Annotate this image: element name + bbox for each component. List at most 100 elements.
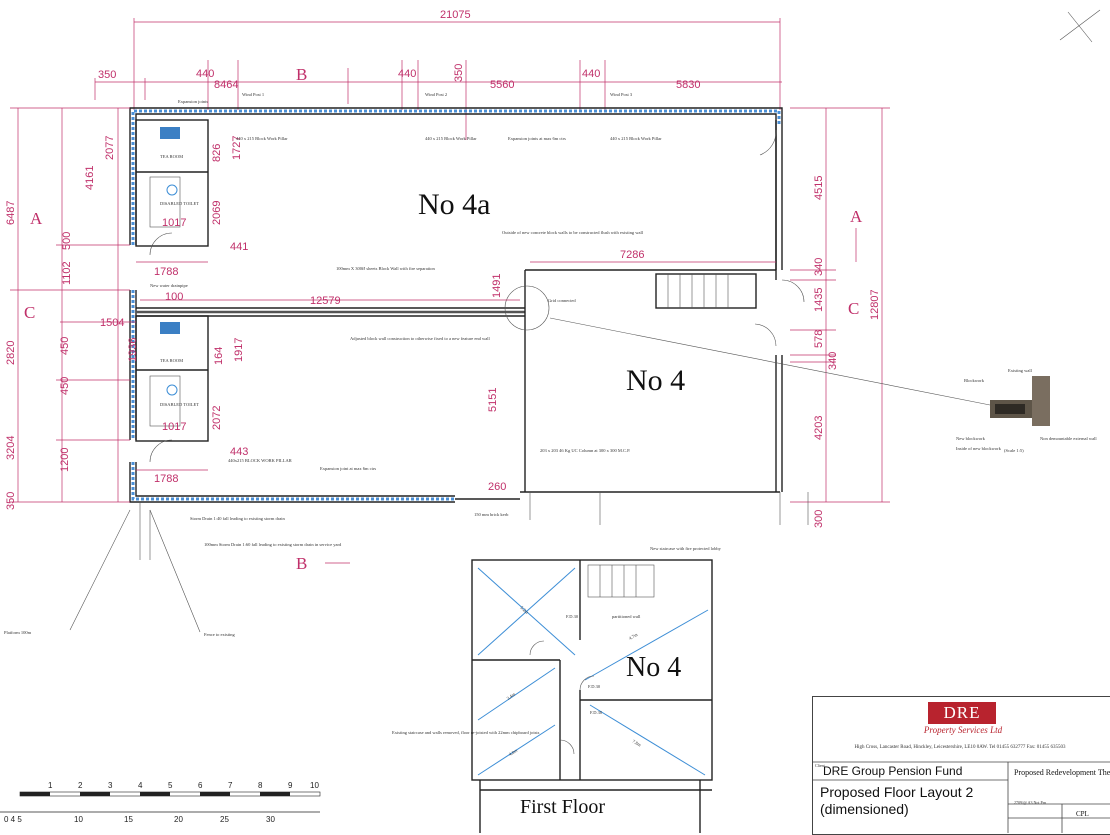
- note-expansion-joints-top: Expansion joints: [178, 99, 208, 104]
- ff-measure-1: 5.2m: [519, 605, 529, 615]
- scale-tick: 5: [168, 781, 173, 790]
- scale-tick: 10: [74, 815, 83, 824]
- dim-left-1200: 1200: [59, 448, 71, 472]
- scale-tick: 9: [288, 781, 293, 790]
- dim-overall-width: 21075: [440, 9, 471, 21]
- note-adjusted-wall: Adjusted block wall construction to othe…: [350, 336, 490, 341]
- note-steel-beam: 203 x 203 46 Kg UC Column at 300 x 300 M…: [540, 448, 630, 453]
- note-outside-new-wall: Outside of new concrete block walls to b…: [502, 230, 644, 235]
- detail-scale: (Scale 1:5): [1004, 448, 1024, 453]
- dim-wc-2072: 2072: [211, 406, 223, 430]
- ff-note-partition: partitioned wall: [612, 614, 641, 619]
- wc-block-bottom: [135, 315, 209, 463]
- ff-measure-2: 4.7m: [628, 632, 639, 641]
- label-disabled-wc-1: DISABLED TOILET: [160, 201, 199, 206]
- dim-left-450a: 450: [59, 337, 71, 355]
- note-exp-joint-bottom: Expansion joint at max 6m ctrs: [320, 466, 376, 471]
- scale-tick: 6: [198, 781, 203, 790]
- dim-wc-1017b: 1017: [162, 421, 186, 433]
- north-arrow-icon: [1059, 9, 1101, 43]
- note-floor-level: 150 mm brick kerb: [474, 512, 509, 517]
- lower-yard-walls: [139, 492, 809, 560]
- note-wind-post-1: Wind Post 1: [242, 92, 264, 97]
- note-stormdrain-1: Storm Drain 1:40 fall leading to existin…: [190, 516, 285, 521]
- dim-top-440a: 440: [196, 68, 214, 80]
- client-label: Client: [815, 763, 825, 768]
- dim-right-300: 300: [813, 510, 825, 528]
- room-label-no-4a: No 4a: [418, 188, 490, 221]
- drawing-ref: 2709/@ A3 Not Prn: [1014, 800, 1047, 805]
- section-mark-b-bottom: B: [296, 554, 307, 573]
- company-logo: DRE: [928, 702, 996, 724]
- dim-top-5560: 5560: [490, 79, 514, 91]
- note-wind-post-3: Wind Post 3: [610, 92, 633, 97]
- dim-left-350: 350: [5, 492, 17, 510]
- ff-measure-3: 3.4m: [506, 691, 517, 701]
- detail-existing-wall: Existing wall: [1008, 368, 1033, 373]
- detail-inside: Inside of new blockwork: [956, 446, 1002, 451]
- scale-tick: 10: [310, 781, 319, 790]
- dim-right-1435: 1435: [813, 288, 825, 312]
- dim-right-578: 578: [813, 330, 825, 348]
- scale-tick: 7: [228, 781, 233, 790]
- label-tea-room-2: TEA ROOM: [160, 358, 183, 363]
- top-dimension-lines: [94, 18, 782, 140]
- scale-tick: 2: [78, 781, 83, 790]
- ff-fire-door-2: F.D.30: [588, 684, 601, 689]
- scale-tick: 30: [266, 815, 275, 824]
- scale-tick: 8: [258, 781, 263, 790]
- right-dimension-lines: [790, 107, 890, 503]
- note-block-pier-2: 440 x 215 Block Work Pillar: [425, 136, 477, 141]
- dim-c-7286: 7286: [620, 249, 644, 261]
- note-stormdrain-2: 100mm Storm Drain 1:60 fall leading to e…: [204, 542, 342, 547]
- scale-tick: 15: [124, 815, 133, 824]
- dim-wc-164: 164: [213, 347, 225, 365]
- dim-wc-1727: 1727: [231, 136, 243, 160]
- note-party-wall: 100mm X 300Ø sheets Block Wall with fire…: [336, 266, 436, 271]
- wc-block-top: [135, 119, 209, 256]
- detail-new: New blockwork: [956, 436, 986, 441]
- dim-left-2077: 2077: [104, 136, 116, 160]
- left-dimension-lines: [10, 107, 130, 503]
- dim-c-12579: 12579: [310, 295, 341, 307]
- room-label-ff-no-4: No 4: [626, 652, 681, 683]
- dim-left-450b: 450: [59, 377, 71, 395]
- drawing-title: Proposed Floor Layout 2 (dimensioned): [820, 784, 974, 817]
- label-tea-room-1: TEA ROOM: [160, 154, 183, 159]
- wall-detail: [990, 376, 1050, 426]
- ff-fire-door-3: F.D.30: [590, 710, 603, 715]
- scale-bar-bottom-ticks: 0 4 5 10 15 20 25 30: [4, 815, 275, 824]
- dim-top-5830: 5830: [676, 79, 700, 91]
- ff-note-existing: Existing staircase and walls removed, fl…: [392, 730, 540, 736]
- scale-tick: 3: [108, 781, 113, 790]
- exterior-walls: [129, 107, 783, 503]
- dim-wc-1788b: 1788: [154, 473, 178, 485]
- dim-left-4161: 4161: [84, 166, 96, 190]
- ff-note-stairs: New staircase with fire protected lobby: [650, 546, 722, 551]
- company-address: High Cross, Lancaster Road, Hinckley, Le…: [854, 745, 1066, 750]
- scale-tick: 1: [48, 781, 53, 790]
- ff-measure-4: 4.0m: [508, 748, 519, 757]
- drawn-by-initials: CPL: [1076, 810, 1089, 818]
- dim-left-3204: 3204: [5, 436, 17, 460]
- dim-right-340b: 340: [827, 352, 839, 370]
- note-block-pillar: 440x215 BLOCK WORK PILLAR: [228, 458, 292, 463]
- scale-bar-top-ticks: 1 2 3 4 5 6 7 8 9 10: [48, 781, 319, 790]
- detail-external: Non demountable external wall: [1040, 436, 1097, 441]
- dim-wc-1788a: 1788: [154, 266, 178, 278]
- dim-wc-826: 826: [211, 144, 223, 162]
- dim-c-1491: 1491: [491, 274, 503, 298]
- dim-wc-1936: 1936: [127, 338, 139, 362]
- dim-left-2820: 2820: [5, 341, 17, 365]
- ff-measure-5: 7.8m: [631, 739, 642, 748]
- dim-c-1504: 1504: [100, 317, 124, 329]
- scale-bar: [19, 791, 321, 797]
- dim-wc-2069: 2069: [211, 201, 223, 225]
- note-block-pier-1: 440 x 215 Block Work Pillar: [236, 136, 288, 141]
- note-expansion-joints-mid: Expansion joints at max 6m ctrs: [508, 136, 566, 141]
- note-wind-post-2: Wind Post 2: [425, 92, 447, 97]
- detail-blockwork: Blockwork: [964, 378, 985, 383]
- ff-fire-door-1: F.D.30: [566, 614, 579, 619]
- note-block-pier-3: 440 x 215 Block Work Pillar: [610, 136, 662, 141]
